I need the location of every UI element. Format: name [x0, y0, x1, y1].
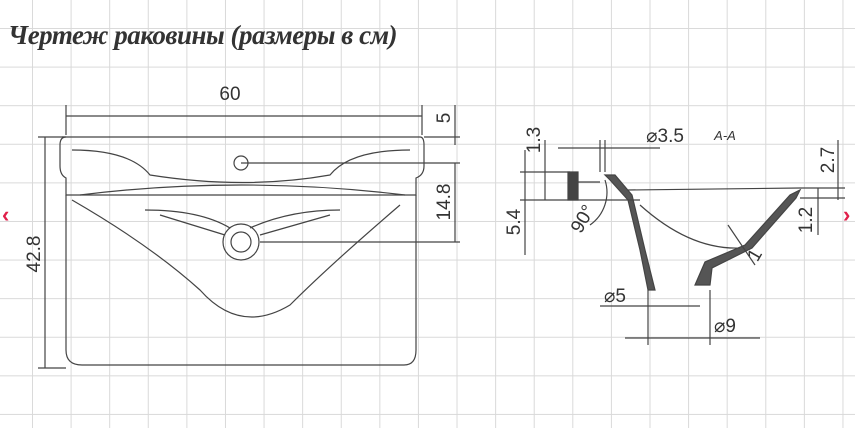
section-view	[520, 140, 845, 345]
dim-ledge-label: 1.3	[524, 127, 545, 153]
dim-rim-height-label: 2.7	[818, 147, 839, 173]
dim-angle-label: 90°	[567, 202, 600, 237]
next-image-button[interactable]: ›	[843, 202, 851, 227]
section-label: A-A	[713, 128, 736, 143]
dim-tap-drain-label: 14.8	[434, 184, 455, 221]
dim-drain-outer-label: ⌀9	[714, 316, 736, 337]
page-title: Чертеж раковины (размеры в см)	[8, 20, 398, 50]
dim-height-label: 5.4	[504, 208, 525, 235]
dim-hole-label: ⌀3.5	[646, 126, 684, 147]
dim-rim-label: 5	[434, 113, 455, 124]
dim-wall-label: 1	[743, 245, 766, 265]
dim-rim-thickness-label: 1.2	[796, 207, 817, 233]
top-view	[38, 105, 460, 369]
dim-drain-inner-label: ⌀5	[604, 286, 626, 307]
dim-width-label: 60	[219, 84, 240, 105]
dim-depth-label: 42.8	[24, 236, 45, 273]
prev-image-button[interactable]: ‹	[2, 202, 10, 227]
